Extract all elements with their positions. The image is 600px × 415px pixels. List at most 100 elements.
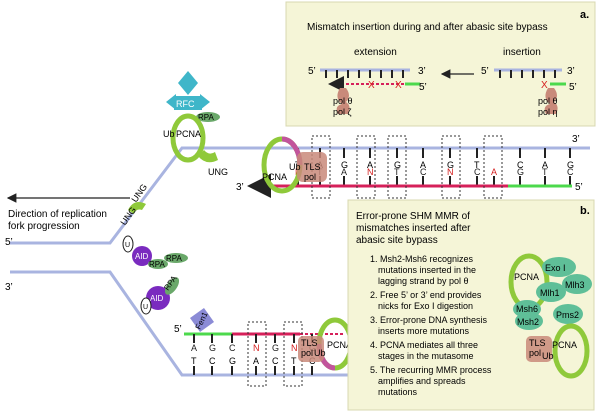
top-mutation-box <box>387 135 407 199</box>
step-5-line-3: mutations <box>378 387 418 397</box>
rpa-lower-shape <box>164 277 180 295</box>
panel-b: b. Error-prone SHM MMR of mismatches ins… <box>347 199 595 411</box>
mlh1-label: Mlh1 <box>540 288 560 298</box>
bottom-base-ticks: AGCNGNGTCGACTC <box>191 334 316 375</box>
aid-lower-label: AID <box>150 294 164 303</box>
rfc-label: RFC <box>176 99 195 109</box>
extension-mismatch-x-1: X <box>368 80 375 91</box>
top-mutation-box <box>356 135 376 199</box>
bottom-template-base: T <box>291 356 297 366</box>
extension-polymerase-shape <box>336 88 350 114</box>
mmr-pcna-label: PCNA <box>514 272 539 282</box>
direction-label-line-2: fork progression <box>8 221 80 232</box>
leading-template-strand <box>10 146 590 245</box>
bottom-tls-polymerase <box>298 336 324 362</box>
top-new-base: A <box>491 167 497 177</box>
direction-label-line-1: Direction of replication <box>8 209 107 220</box>
bottom-pol-label: pol <box>301 348 313 358</box>
panel-a-background <box>285 1 596 127</box>
top-template-base: T <box>474 160 480 170</box>
insertion-mismatch-x: X <box>541 80 548 91</box>
u-lower-shape <box>140 297 152 315</box>
msh2-shape <box>515 312 543 330</box>
exo1-label: Exo I <box>545 263 566 273</box>
top-tls-polymerase <box>297 152 327 182</box>
panel-b-background <box>347 199 595 411</box>
insertion-five-prime: 5’ <box>481 66 489 77</box>
panel-b-heading-1: Error-prone SHM MMR of <box>356 211 470 222</box>
top-template-base: A <box>542 160 548 170</box>
top-new-base: T <box>542 167 548 177</box>
top-pcna-label: PCNA <box>262 172 287 182</box>
top-new-base: T <box>394 167 400 177</box>
extension-primer-five-prime: 5’ <box>419 82 427 93</box>
top-new-base: C <box>567 167 574 177</box>
insertion-label: insertion <box>503 47 541 58</box>
leading-pcna-ring <box>170 113 206 163</box>
fork-five-prime: 5’ <box>5 237 13 248</box>
insertion-pol-1: pol θ <box>538 96 558 106</box>
insertion-primer-five-prime: 5’ <box>569 82 577 93</box>
bottom-mutation-box <box>247 321 267 387</box>
panel-b-heading-2: mismatches inserted after <box>356 223 471 234</box>
top-new-base: G <box>517 167 524 177</box>
bottom-new-base: G <box>272 343 279 353</box>
bottom-tls-label: TLS <box>301 338 318 348</box>
top-template-base: G <box>394 160 401 170</box>
rpa-top-label: RPA <box>198 113 215 122</box>
top-mutation-box <box>441 135 461 199</box>
rfc-icon <box>178 71 198 95</box>
step-3-line-2: inserts more mutations <box>378 326 470 336</box>
bottom-template-base: C <box>209 356 216 366</box>
step-1-line-1: 1. Msh2-Msh6 recognizes <box>370 254 474 264</box>
extension-three-prime: 3’ <box>418 66 426 77</box>
msh6-label: Msh6 <box>516 304 538 314</box>
panel-b-pol-label: pol <box>529 348 541 358</box>
rpa-mid-label: RPA <box>166 254 183 263</box>
panel-b-heading-3: abasic site bypass <box>356 235 438 246</box>
bottom-new-base: C <box>229 343 236 353</box>
insertion-pol-2: pol η <box>538 107 558 117</box>
aid-upper-shape <box>132 246 152 266</box>
bottom-template-base: A <box>253 356 259 366</box>
msh2-label: Msh2 <box>517 317 539 327</box>
insertion-polymerase-shape <box>544 88 558 114</box>
rfc-body <box>174 96 202 110</box>
top-three-prime: 3’ <box>572 134 580 145</box>
extension-mismatch-x-2: X <box>395 80 402 91</box>
rpa-mid-shape <box>164 253 188 263</box>
top-new-five-prime: 5’ <box>575 182 583 193</box>
top-template-base: C <box>517 160 524 170</box>
extension-base-ticks <box>325 70 404 78</box>
panel-b-ub-label: Ub <box>542 351 554 361</box>
bottom-ub-label: Ub <box>314 348 326 358</box>
top-template-base: A <box>367 160 373 170</box>
step-5-line-1: 5. The recurring MMR process <box>370 365 492 375</box>
bottom-pcna-label: PCNA <box>327 340 352 350</box>
panel-b-pcna-label: PCNA <box>552 340 577 350</box>
top-mutation-box <box>483 135 503 199</box>
aid-upper-label: AID <box>135 252 149 261</box>
bottom-new-base: N <box>253 343 260 353</box>
aid-lower-shape <box>146 286 170 310</box>
step-4-line-2: stages in the mutasome <box>378 351 474 361</box>
top-new-base: N <box>447 167 454 177</box>
panel-b-tls-polymerase <box>526 336 552 362</box>
extension-pol-1: pol θ <box>333 96 353 106</box>
rpa-top-shape <box>196 112 220 122</box>
u-upper-label: U <box>125 242 130 249</box>
extension-label: extension <box>354 47 397 58</box>
step-1-line-2: mutations inserted in the <box>378 265 476 275</box>
panel-a-title: Mismatch insertion during and after abas… <box>307 22 548 33</box>
bottom-new-five-prime: 5’ <box>174 324 182 335</box>
leading-pcna-label: PCNA <box>176 129 201 139</box>
step-2-line-1: 2. Free 5’ or 3’ end provides <box>370 290 482 300</box>
top-template-base: G <box>447 160 454 170</box>
extension-five-prime: 5’ <box>308 66 316 77</box>
top-new-base: N <box>367 167 374 177</box>
top-ub-label: Ub <box>289 162 301 172</box>
ung-top-shape <box>198 150 218 163</box>
top-new-base: A <box>341 167 347 177</box>
